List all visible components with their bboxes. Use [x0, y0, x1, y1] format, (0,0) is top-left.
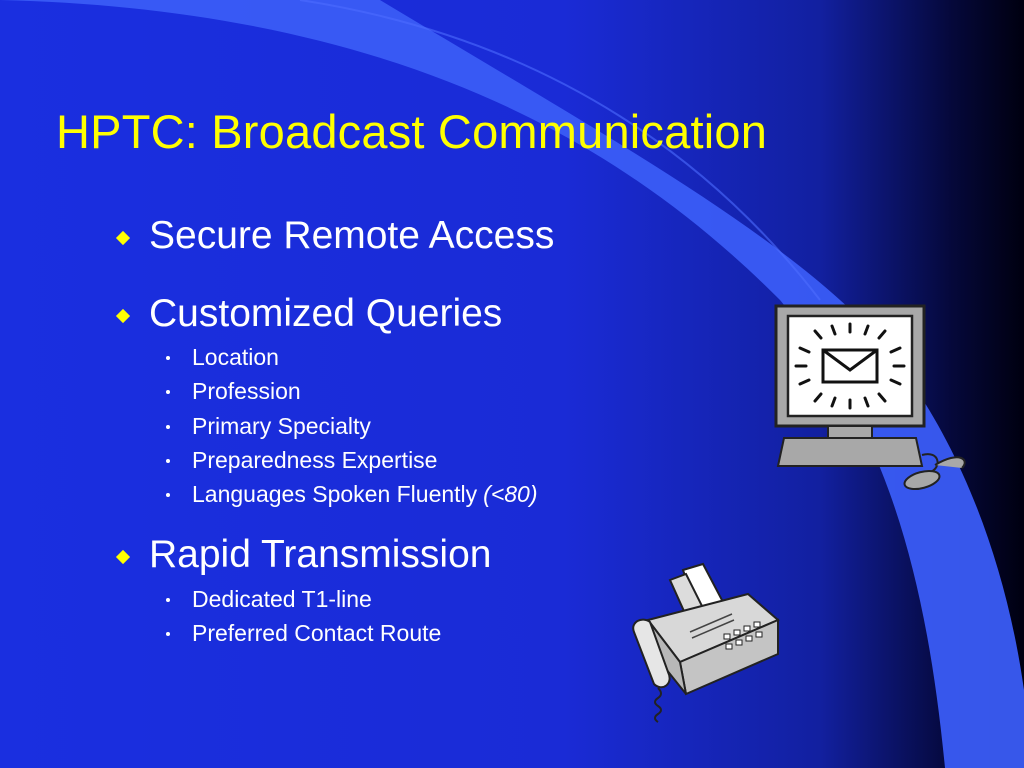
diamond-bullet-icon — [115, 308, 131, 323]
subitem-label: Dedicated T1-line — [192, 586, 372, 612]
subitem-label: Languages Spoken Fluently — [192, 481, 478, 507]
subitem-dedicated-t1-line: Dedicated T1-line — [166, 586, 372, 613]
subitem-preferred-contact-route: Preferred Contact Route — [166, 620, 441, 647]
bullet-label: Secure Remote Access — [149, 214, 555, 257]
subitem-label: Preparedness Expertise — [192, 447, 438, 473]
diamond-bullet-icon — [115, 549, 131, 564]
subitem-label: Primary Specialty — [192, 413, 371, 439]
subitem-languages-spoken: Languages Spoken Fluently (<80) — [166, 481, 538, 508]
dot-bullet-icon — [166, 389, 170, 394]
subitem-profession: Profession — [166, 378, 301, 405]
dot-bullet-icon — [166, 492, 170, 497]
subitem-note: (<80) — [483, 481, 538, 507]
bullet-customized-queries: Customized Queries — [115, 292, 503, 335]
subitem-primary-specialty: Primary Specialty — [166, 413, 371, 440]
subitem-location: Location — [166, 344, 279, 371]
subitem-label: Location — [192, 344, 279, 370]
bullet-rapid-transmission: Rapid Transmission — [115, 533, 492, 576]
fax-machine-icon — [632, 562, 780, 723]
dot-bullet-icon — [166, 597, 170, 602]
dot-bullet-icon — [166, 424, 170, 429]
subitem-label: Preferred Contact Route — [192, 620, 442, 646]
bullet-label: Customized Queries — [149, 292, 503, 335]
dot-bullet-icon — [166, 631, 170, 636]
bullet-secure-remote-access: Secure Remote Access — [115, 214, 555, 257]
slide-title: HPTC: Broadcast Communication — [56, 105, 768, 158]
diamond-bullet-icon — [115, 230, 131, 245]
dot-bullet-icon — [166, 458, 170, 463]
subitem-label: Profession — [192, 378, 301, 404]
computer-email-icon — [774, 304, 966, 491]
subitem-preparedness-expertise: Preparedness Expertise — [166, 447, 437, 474]
bullet-label: Rapid Transmission — [149, 533, 492, 576]
dot-bullet-icon — [166, 355, 170, 360]
